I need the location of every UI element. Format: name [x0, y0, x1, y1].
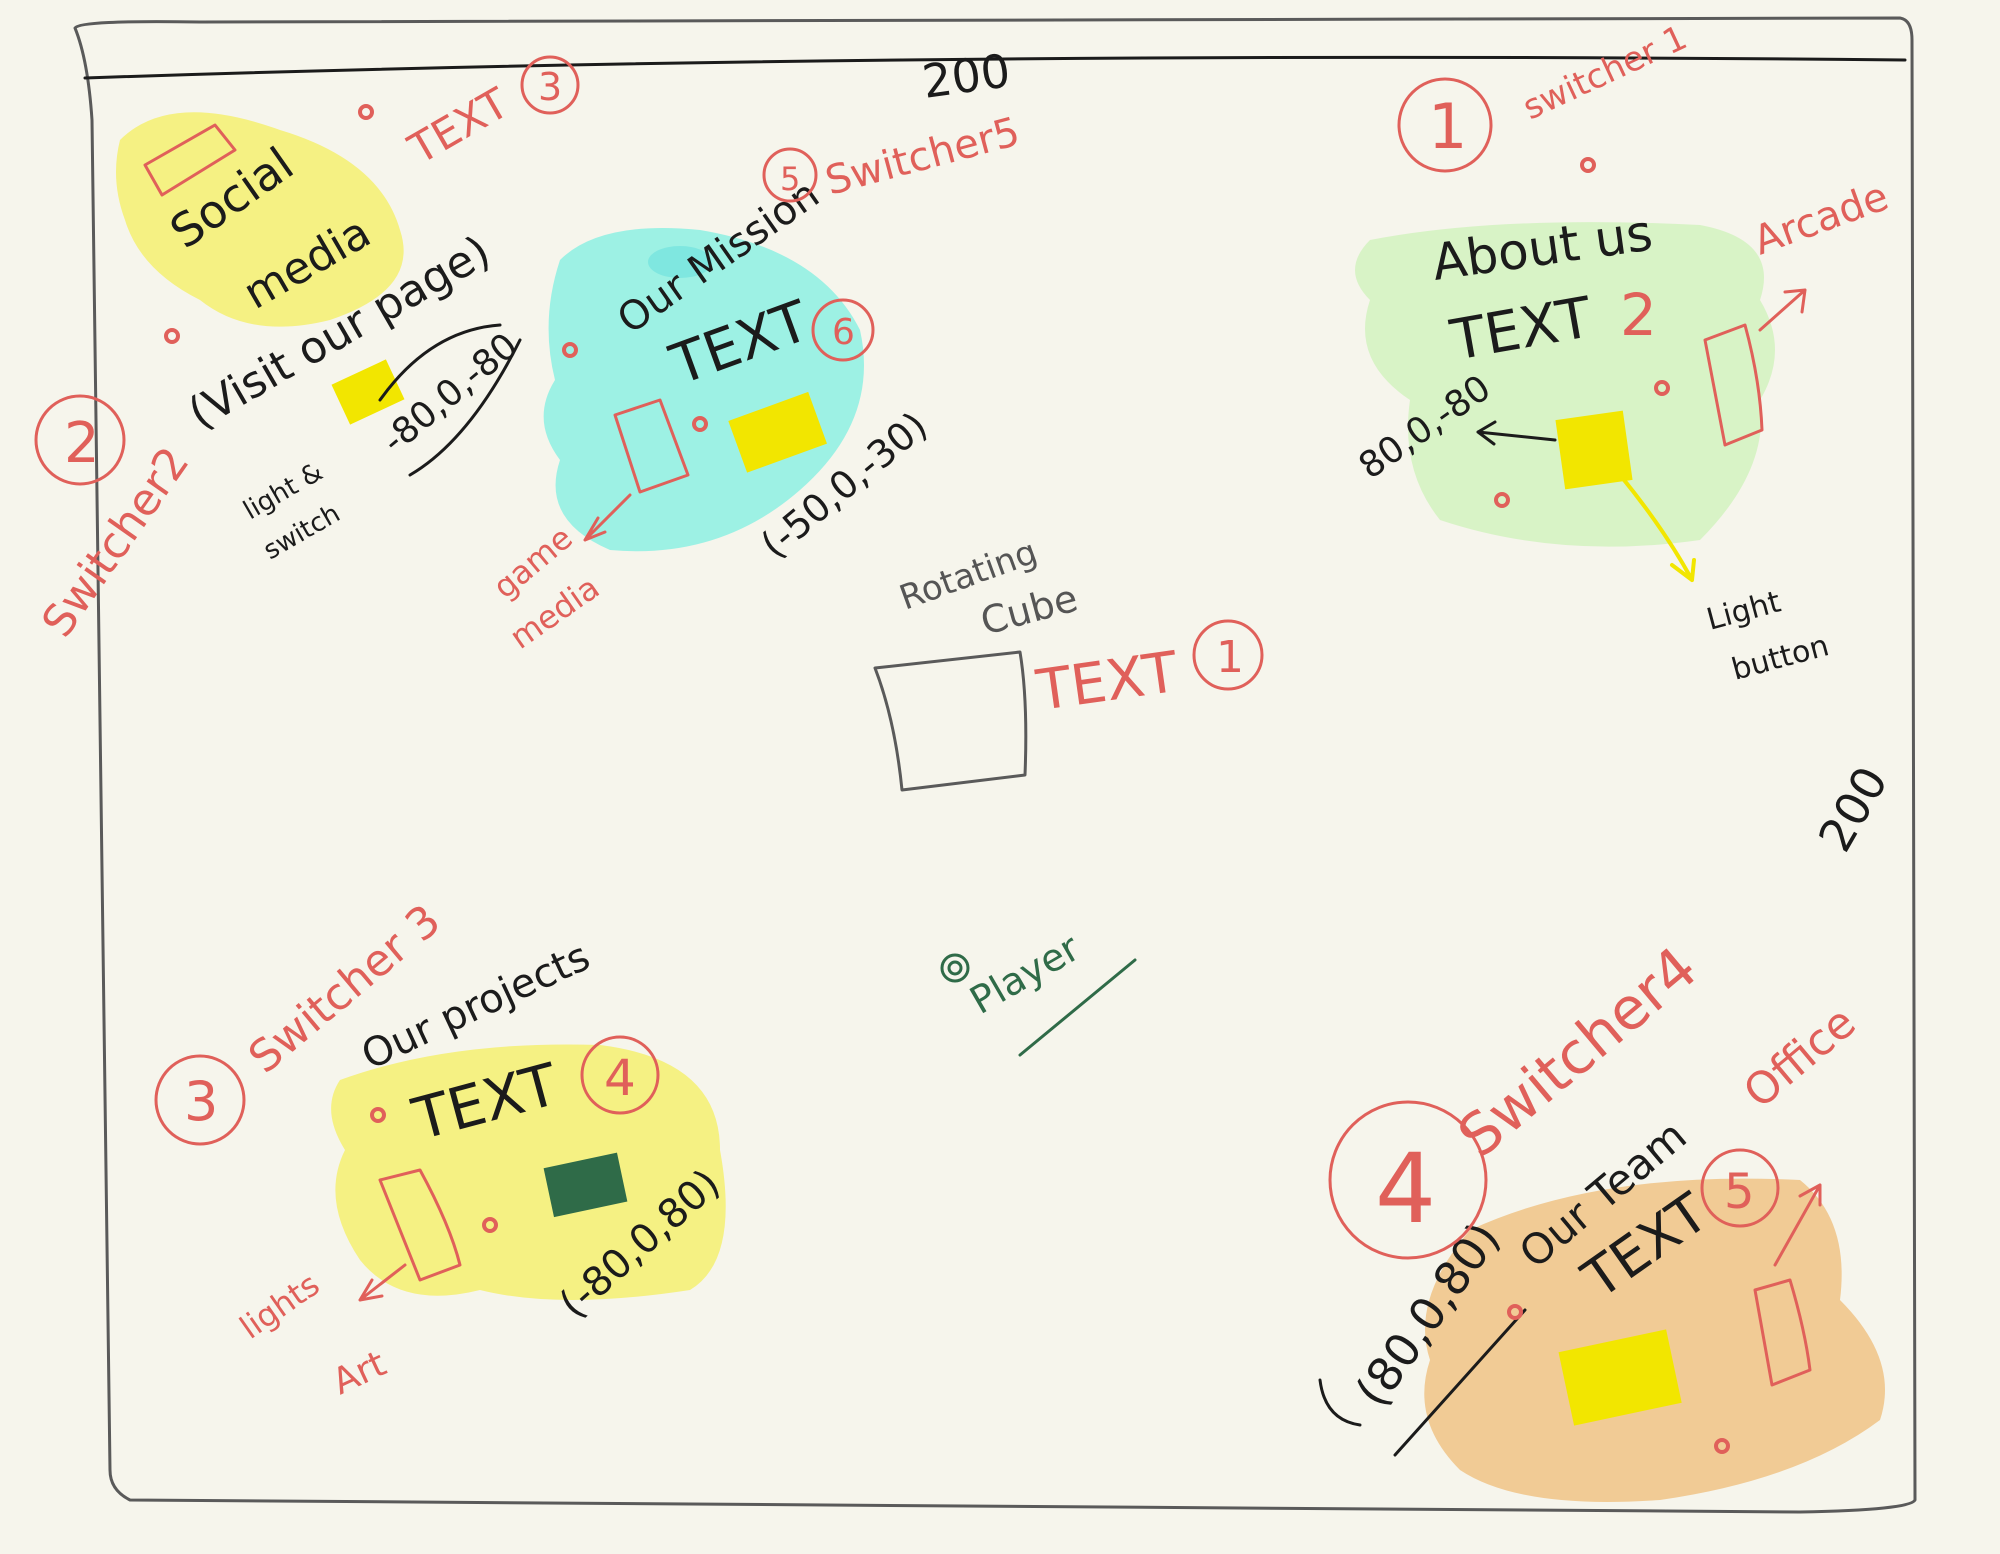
mission-text-number-circle: [811, 298, 875, 362]
social-switcher-number: 2: [64, 411, 100, 476]
social-text-number-circle: [520, 55, 580, 115]
projects-light-marker: [543, 1152, 628, 1218]
about-light-arrow: [1618, 473, 1696, 582]
team-switcher-number-circle: [1328, 1100, 1488, 1260]
about-light-label-2: button: [1728, 628, 1833, 687]
about-switcher-number-circle: [1397, 77, 1493, 173]
team-switcher-number: 4: [1375, 1133, 1436, 1245]
team-office-panel: [1753, 1278, 1812, 1387]
mission-switcher-number: 5: [780, 160, 800, 198]
social-switcher-label: Switcher2: [32, 438, 199, 646]
team-light-marker: [1558, 1329, 1682, 1426]
top-wall-line: [83, 55, 1907, 80]
mission-switcher-label: Switcher5: [821, 109, 1025, 205]
about-spawn-dot-3: [1494, 492, 1510, 508]
about-arcade-label: Arcade: [1748, 173, 1895, 264]
team-text-number-circle: [1700, 1148, 1780, 1228]
player-marker-inner: [947, 960, 963, 976]
mission-switcher-number-circle: [762, 147, 818, 203]
about-spawn-dot-1: [1580, 157, 1596, 173]
about-arcade-arrow: [1758, 288, 1807, 332]
team-office-label: Office: [1734, 997, 1865, 1119]
social-text-number: 3: [538, 65, 562, 109]
projects-art-arrow: [358, 1263, 407, 1302]
about-zone-blob: [1355, 222, 1775, 547]
mission-zone-blob: [543, 228, 864, 552]
player-underline: [1018, 958, 1137, 1057]
room-outline: [73, 16, 1917, 1514]
mission-highlight: [648, 246, 712, 278]
projects-text-number: 4: [604, 1049, 636, 1107]
team-text-number: 5: [1724, 1164, 1755, 1220]
mission-game-panel: [613, 398, 690, 494]
cube-text-label: TEXT: [1032, 640, 1183, 724]
mission-spawn-dot-2: [692, 416, 708, 432]
about-switcher-label: switcher 1: [1517, 18, 1693, 129]
social-switcher-number-circle: [34, 394, 126, 486]
cube-text-number-circle: [1192, 619, 1264, 691]
team-office-arrow: [1773, 1183, 1822, 1267]
projects-text-number-circle: [580, 1035, 660, 1115]
projects-art-panel: [378, 1168, 462, 1282]
projects-switcher-number-circle: [154, 1054, 246, 1146]
projects-spawn-dot-1: [370, 1107, 386, 1123]
about-coords-arrow: [1476, 420, 1557, 446]
about-text-number: 2: [1620, 281, 1657, 349]
projects-spawn-dot-2: [482, 1217, 498, 1233]
social-media-panel: [143, 123, 237, 197]
social-text-label: TEXT: [400, 78, 517, 174]
projects-zone-blob: [331, 1044, 726, 1300]
projects-lights-label-2: Art: [326, 1343, 392, 1403]
mission-text-number: 6: [832, 312, 855, 353]
social-spawn-dot-1: [358, 104, 374, 120]
player-marker: [940, 953, 970, 983]
about-switcher-number: 1: [1428, 90, 1467, 163]
about-spawn-dot-2: [1654, 380, 1670, 396]
about-light-label-1: Light: [1703, 584, 1785, 637]
mission-light-marker: [728, 391, 827, 473]
team-spawn-dot-1: [1507, 1304, 1523, 1320]
mission-spawn-dot-1: [562, 342, 578, 358]
team-coords-pointer: [1318, 1308, 1527, 1457]
cube-text-number: 1: [1216, 632, 1244, 683]
player-label: Player: [963, 925, 1088, 1022]
right-dimension: 200: [1808, 757, 1899, 860]
projects-switcher-number: 3: [184, 1070, 218, 1133]
about-arcade-panel: [1703, 323, 1764, 447]
rotating-cube-shape: [873, 650, 1028, 792]
top-dimension: 200: [919, 43, 1013, 109]
social-spawn-dot-2: [164, 328, 180, 344]
mission-game-arrow: [583, 493, 632, 542]
social-coords-pointer: [378, 323, 522, 477]
projects-lights-label-1: lights: [233, 1265, 327, 1346]
about-light-marker: [1555, 410, 1633, 490]
social-light-marker: [331, 359, 405, 425]
social-zone-blob: [116, 112, 404, 327]
team-spawn-dot-2: [1714, 1438, 1730, 1454]
